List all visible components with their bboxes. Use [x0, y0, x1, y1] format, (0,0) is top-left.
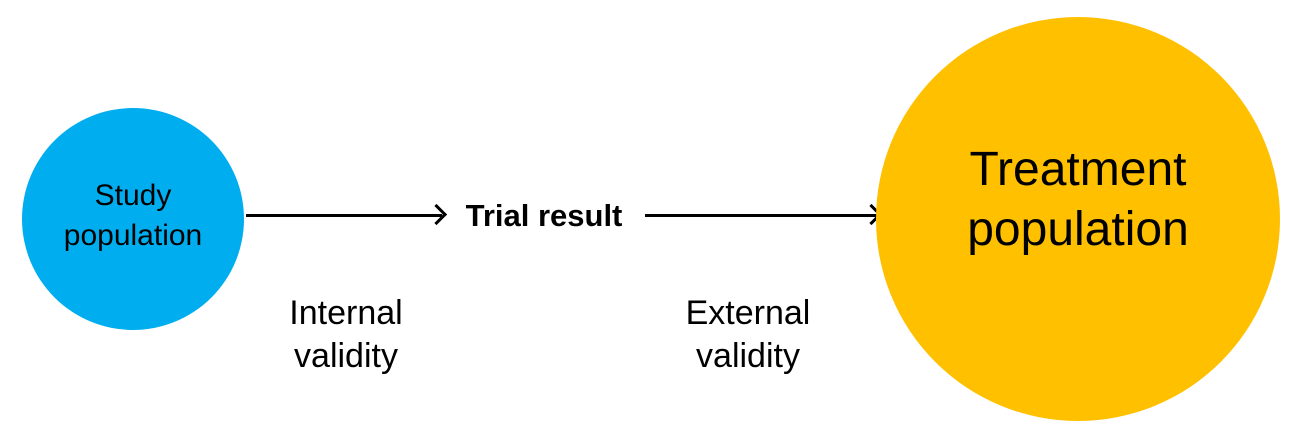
study-population-circle: Study population: [22, 108, 244, 330]
study-population-label: Study population: [64, 176, 202, 256]
treatment-population-label: Treatment population: [967, 140, 1189, 260]
internal-validity-line-2: validity: [294, 337, 398, 375]
external-validity-line-1: External: [685, 294, 811, 332]
study-population-line-1: Study: [94, 179, 172, 212]
external-validity-label: External validity: [648, 292, 848, 378]
internal-validity-label: Internal validity: [246, 292, 446, 378]
treatment-population-circle: Treatment population: [876, 17, 1280, 421]
study-population-line-2: population: [63, 219, 203, 252]
study-to-trial-arrow: [246, 214, 442, 217]
trial-result-label: Trial result: [465, 198, 623, 233]
trial-to-treatment-arrow: [645, 214, 877, 217]
external-validity-line-2: validity: [696, 337, 800, 375]
internal-validity-line-1: Internal: [289, 294, 403, 332]
treatment-population-line-2: population: [967, 203, 1189, 256]
treatment-population-line-1: Treatment: [969, 143, 1187, 196]
